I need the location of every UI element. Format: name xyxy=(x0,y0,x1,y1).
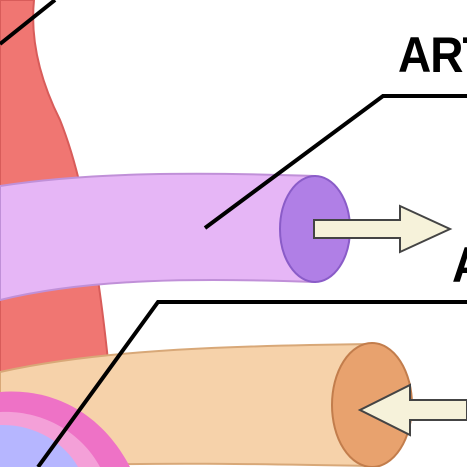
vein-flow-arrow xyxy=(357,383,467,437)
label-top: ART xyxy=(398,26,467,83)
leader-line-top xyxy=(0,0,57,46)
artery-flow-arrow xyxy=(313,204,453,254)
leader-line-artery xyxy=(203,94,467,230)
leader-line-vein xyxy=(36,300,467,467)
label-right: A xyxy=(452,240,467,290)
inner-blue-arc xyxy=(0,424,78,467)
artery-tube xyxy=(0,172,316,302)
